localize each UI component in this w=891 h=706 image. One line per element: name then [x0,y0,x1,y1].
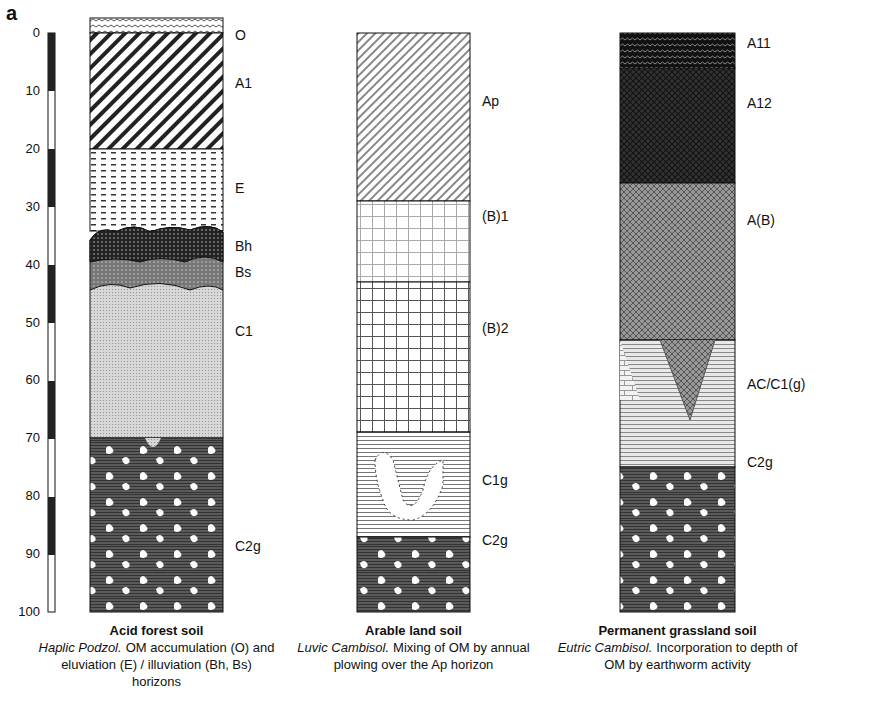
horizon-label: Ap [482,93,499,109]
depth-tick-number: 30 [10,200,40,214]
soil-horizon: Bh [90,231,223,262]
depth-tick-number: 20 [10,142,40,156]
soil-horizon: A(B) [620,183,735,340]
depth-tick-number: 0 [10,26,40,40]
horizon-label: O [235,27,246,43]
profile-title: Permanent grassland soil [558,622,798,639]
soil-profile-column: Arable land soilLuvic Cambisol.Mixing of… [357,18,470,612]
horizon-label: A11 [747,35,771,51]
cambisol-arable-profile [357,33,470,612]
horizon-label: C2g [482,532,508,548]
horizon-label: A(B) [747,212,775,228]
horizon-label: E [235,180,244,196]
soil-horizon: A11 [620,33,735,68]
profile-caption: Arable land soilLuvic Cambisol.Mixing of… [294,622,534,673]
horizon-label: Bs [235,264,251,280]
horizon-label: Bh [235,238,252,254]
soil-horizon: E [90,149,223,231]
horizon-label: C1g [482,472,508,488]
soil-horizon: AC/C1(g) [620,340,735,467]
cambisol-grassland-profile [620,33,735,612]
depth-tick-number: 100 [10,605,40,619]
profile-caption: Acid forest soilHaplic Podzol.OM accumul… [37,622,277,690]
horizon-label: A1 [235,75,252,91]
soil-horizon: A1 [90,33,223,149]
depth-tick-number: 40 [10,258,40,272]
horizon-label: (B)2 [482,320,508,336]
soil-horizon: C2g [90,438,223,612]
horizon-label: A12 [747,95,772,111]
profile-caption: Permanent grassland soilEutric Cambisol.… [558,622,798,673]
depth-tick-number: 80 [10,489,40,503]
horizon-label: C2g [747,454,773,470]
depth-tick-number: 60 [10,373,40,387]
soil-horizon: (B)2 [357,282,470,432]
horizon-label: AC/C1(g) [747,376,805,392]
depth-scale-bar [48,33,55,612]
soil-horizon: A12 [620,68,735,183]
soil-profile-column: Permanent grassland soilEutric Cambisol.… [620,18,735,612]
depth-tick-number: 90 [10,547,40,561]
podzol-profile [90,18,223,612]
soil-type: Haplic Podzol. [39,640,122,655]
horizon-label: C2g [235,538,261,554]
soil-horizon: (B)1 [357,201,470,282]
horizon-label: C1 [235,323,253,339]
profile-title: Arable land soil [294,622,534,639]
soil-type: Eutric Cambisol. [558,640,653,655]
soil-horizon: C2g [357,537,470,612]
profile-title: Acid forest soil [37,622,277,639]
soil-type: Luvic Cambisol. [297,640,389,655]
horizon-label: (B)1 [482,208,508,224]
depth-tick-number: 10 [10,84,40,98]
soil-horizon: Bs [90,262,223,290]
panel-letter: a [6,2,17,25]
soil-horizon: O [90,18,223,33]
soil-horizon: C1g [357,432,470,537]
depth-tick-number: 70 [10,431,40,445]
soil-horizon: Ap [357,33,470,201]
depth-tick-number: 50 [10,316,40,330]
soil-profile-column: Acid forest soilHaplic Podzol.OM accumul… [90,18,223,612]
soil-horizon: C2g [620,467,735,612]
soil-horizon: C1 [90,290,223,438]
